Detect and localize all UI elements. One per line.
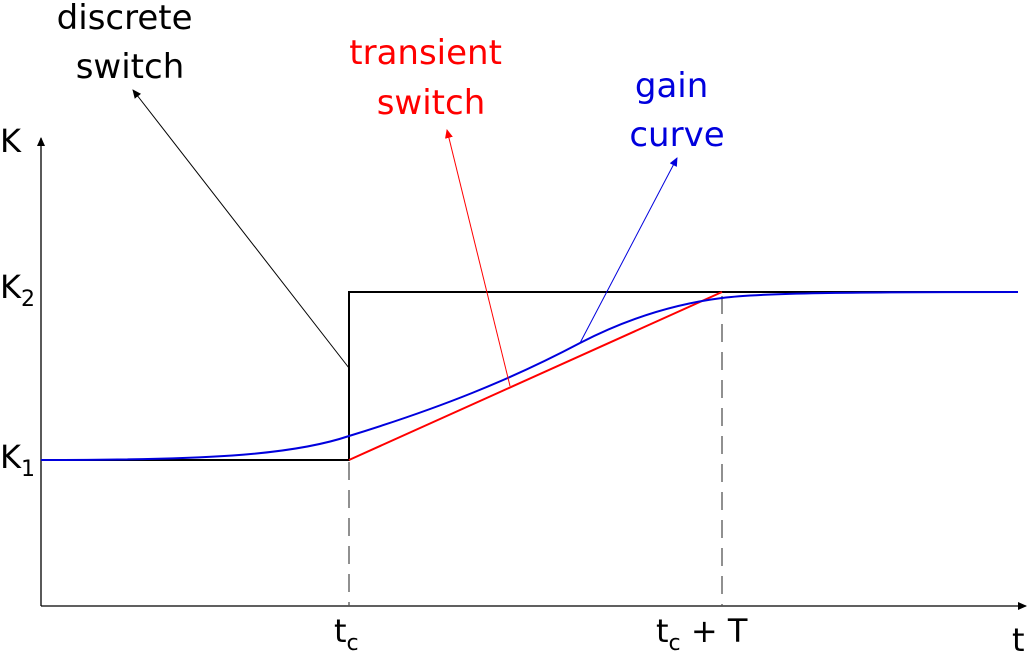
transient-label-line1: transient xyxy=(349,33,502,73)
k2-main: K xyxy=(0,268,22,306)
y-axis-label: K xyxy=(0,122,22,160)
transient-label: transient switch xyxy=(349,33,512,123)
tcT-rest: + T xyxy=(681,612,748,650)
discrete-label-line2: switch xyxy=(76,47,185,87)
gain-leader-arrow xyxy=(579,157,678,344)
k1-tick-label: K1 xyxy=(0,438,35,482)
tc-sub: c xyxy=(347,631,359,655)
k2-sub: 2 xyxy=(21,287,35,312)
transient-switch-line xyxy=(348,291,723,461)
k1-main: K xyxy=(0,438,22,476)
gain-label: gain curve xyxy=(629,66,724,155)
gain-label-line2: curve xyxy=(629,115,724,155)
k2-tick-label: K2 xyxy=(0,268,35,312)
x-axis-label: t xyxy=(1012,621,1025,655)
discrete-label-line1: discrete xyxy=(57,0,193,38)
discrete-label: discrete switch xyxy=(57,0,204,87)
gain-label-line1: gain xyxy=(635,66,708,106)
tcT-sub: c xyxy=(669,631,681,655)
transient-label-line2: switch xyxy=(377,83,486,123)
discrete-switch-line xyxy=(41,291,1018,461)
tc-tick-label: tc xyxy=(334,612,359,655)
discrete-leader-arrow xyxy=(132,89,350,369)
tcT-main: t xyxy=(656,612,669,650)
k1-sub: 1 xyxy=(21,457,35,482)
gain-curve-line xyxy=(40,291,1019,461)
transient-leader-arrow xyxy=(445,129,511,387)
tcT-tick-label: tc + T xyxy=(656,612,748,655)
tc-main: t xyxy=(334,612,347,650)
